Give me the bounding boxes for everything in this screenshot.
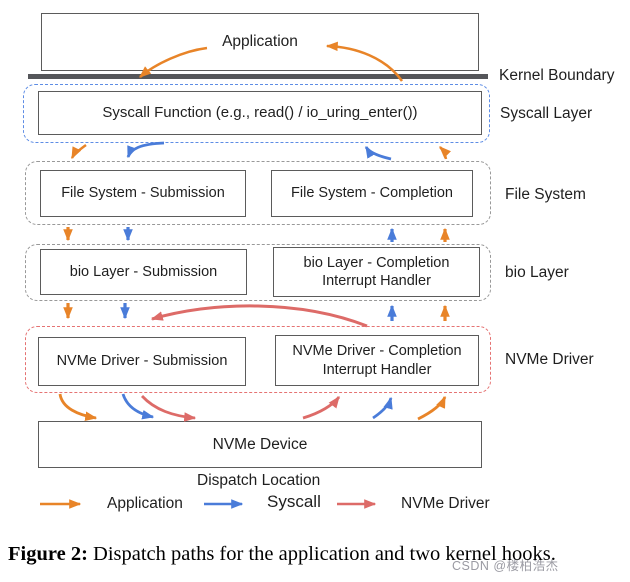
watermark: CSDN @楼柏浩杰 (452, 559, 559, 573)
arrow-drv-nvme-to-device (140, 395, 197, 422)
bio-completion-label: bio Layer - Completion Interrupt Handler (303, 254, 450, 289)
arrow-sys-nvme-to-device (121, 393, 155, 420)
arrow-app-nvme-to-device (58, 393, 98, 421)
arrow-app-device-to-completion (417, 395, 447, 421)
bio-submission-box: bio Layer - Submission (40, 249, 247, 295)
legend-item-syscall: Syscall (267, 492, 321, 511)
fs-submission-box: File System - Submission (40, 170, 246, 217)
arrow-drv-completion-to-submission (150, 304, 368, 328)
syscall-function-label: Syscall Function (e.g., read() / io_urin… (102, 103, 418, 121)
nvme-completion-label: NVMe Driver - Completion Interrupt Handl… (292, 343, 462, 378)
application-label: Application (222, 33, 298, 51)
fs-completion-label: File System - Completion (291, 185, 453, 202)
bio-layer-label: bio Layer (505, 264, 569, 281)
legend-item-application: Application (107, 495, 183, 512)
arrow-sys-syscall-to-fs (126, 141, 165, 159)
legend-title: Dispatch Location (197, 472, 321, 489)
nvme-device-box: NVMe Device (38, 421, 482, 468)
application-box: Application (41, 13, 479, 71)
fs-completion-box: File System - Completion (271, 170, 473, 217)
file-system-label: File System (505, 186, 586, 203)
bio-layer-container (25, 244, 491, 301)
nvme-driver-label: NVMe Driver (505, 351, 594, 368)
figure-caption: Figure 2: Dispatch paths for the applica… (8, 543, 624, 566)
fs-submission-label: File System - Submission (61, 185, 225, 202)
kernel-boundary-label: Kernel Boundary (499, 67, 615, 84)
bio-submission-label: bio Layer - Submission (69, 263, 218, 280)
legend-item-nvme-driver: NVMe Driver (401, 495, 490, 512)
figure-caption-label: Figure 2: (8, 543, 88, 565)
nvme-submission-box: NVMe Driver - Submission (38, 337, 246, 386)
nvme-submission-label: NVMe Driver - Submission (56, 353, 228, 370)
nvme-completion-box: NVMe Driver - Completion Interrupt Handl… (275, 335, 479, 386)
syscall-function-box: Syscall Function (e.g., read() / io_urin… (38, 91, 482, 135)
syscall-layer-label: Syscall Layer (500, 105, 593, 122)
nvme-device-label: NVMe Device (212, 435, 308, 453)
arrow-sys-fs-to-syscall (364, 145, 392, 161)
file-system-container (25, 161, 491, 225)
arrow-app-syscall-to-fs (70, 143, 87, 160)
figure-caption-text: Dispatch paths for the application and t… (93, 543, 556, 565)
arrow-drv-device-to-completion (302, 396, 341, 420)
arrow-sys-device-to-completion (372, 396, 393, 420)
bio-completion-box: bio Layer - Completion Interrupt Handler (273, 247, 480, 297)
syscall-layer-container (23, 84, 490, 143)
arrow-app-fs-to-syscall (439, 146, 452, 160)
kernel-boundary-bar (28, 74, 488, 79)
